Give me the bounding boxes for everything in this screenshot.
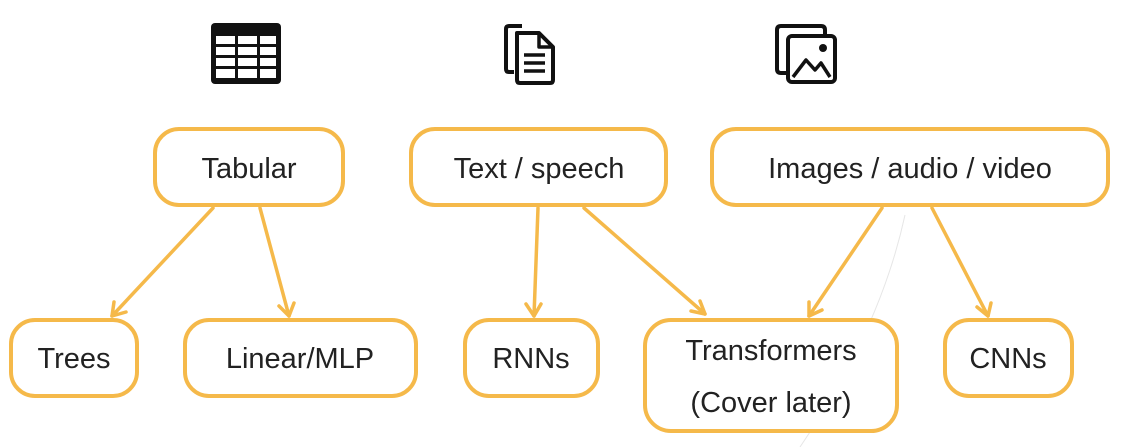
edge-text-to-rnns: [524, 206, 543, 318]
node-images-audio-video: Images / audio / video: [710, 127, 1110, 207]
edge-images-to-transformers: [807, 206, 884, 318]
node-images-audio-video-label: Images / audio / video: [768, 153, 1052, 185]
node-transformers: Transformers (Cover later): [643, 318, 899, 433]
table-icon: [211, 23, 281, 84]
node-text-speech-label: Text / speech: [454, 153, 625, 185]
node-linear-mlp-label: Linear/MLP: [226, 343, 374, 375]
node-cnns-label: CNNs: [969, 343, 1046, 375]
image-gallery-icon: [775, 24, 837, 84]
node-cnns: CNNs: [943, 318, 1074, 398]
node-tabular-label: Tabular: [201, 153, 296, 185]
node-trees: Trees: [9, 318, 139, 398]
edge-tabular-to-trees: [110, 206, 215, 318]
node-transformers-title: Transformers: [685, 335, 856, 367]
node-tabular: Tabular: [153, 127, 345, 207]
node-rnns-label: RNNs: [492, 343, 569, 375]
edge-text-to-transformers: [582, 206, 707, 316]
node-text-speech: Text / speech: [409, 127, 668, 207]
node-transformers-note: (Cover later): [690, 387, 851, 419]
edge-images-to-cnns: [930, 206, 993, 318]
edge-tabular-to-linear-mlp: [258, 206, 296, 318]
node-trees-label: Trees: [37, 343, 110, 375]
node-rnns: RNNs: [463, 318, 600, 398]
document-icon: [504, 24, 555, 85]
edges: [110, 206, 993, 318]
node-linear-mlp: Linear/MLP: [183, 318, 418, 398]
